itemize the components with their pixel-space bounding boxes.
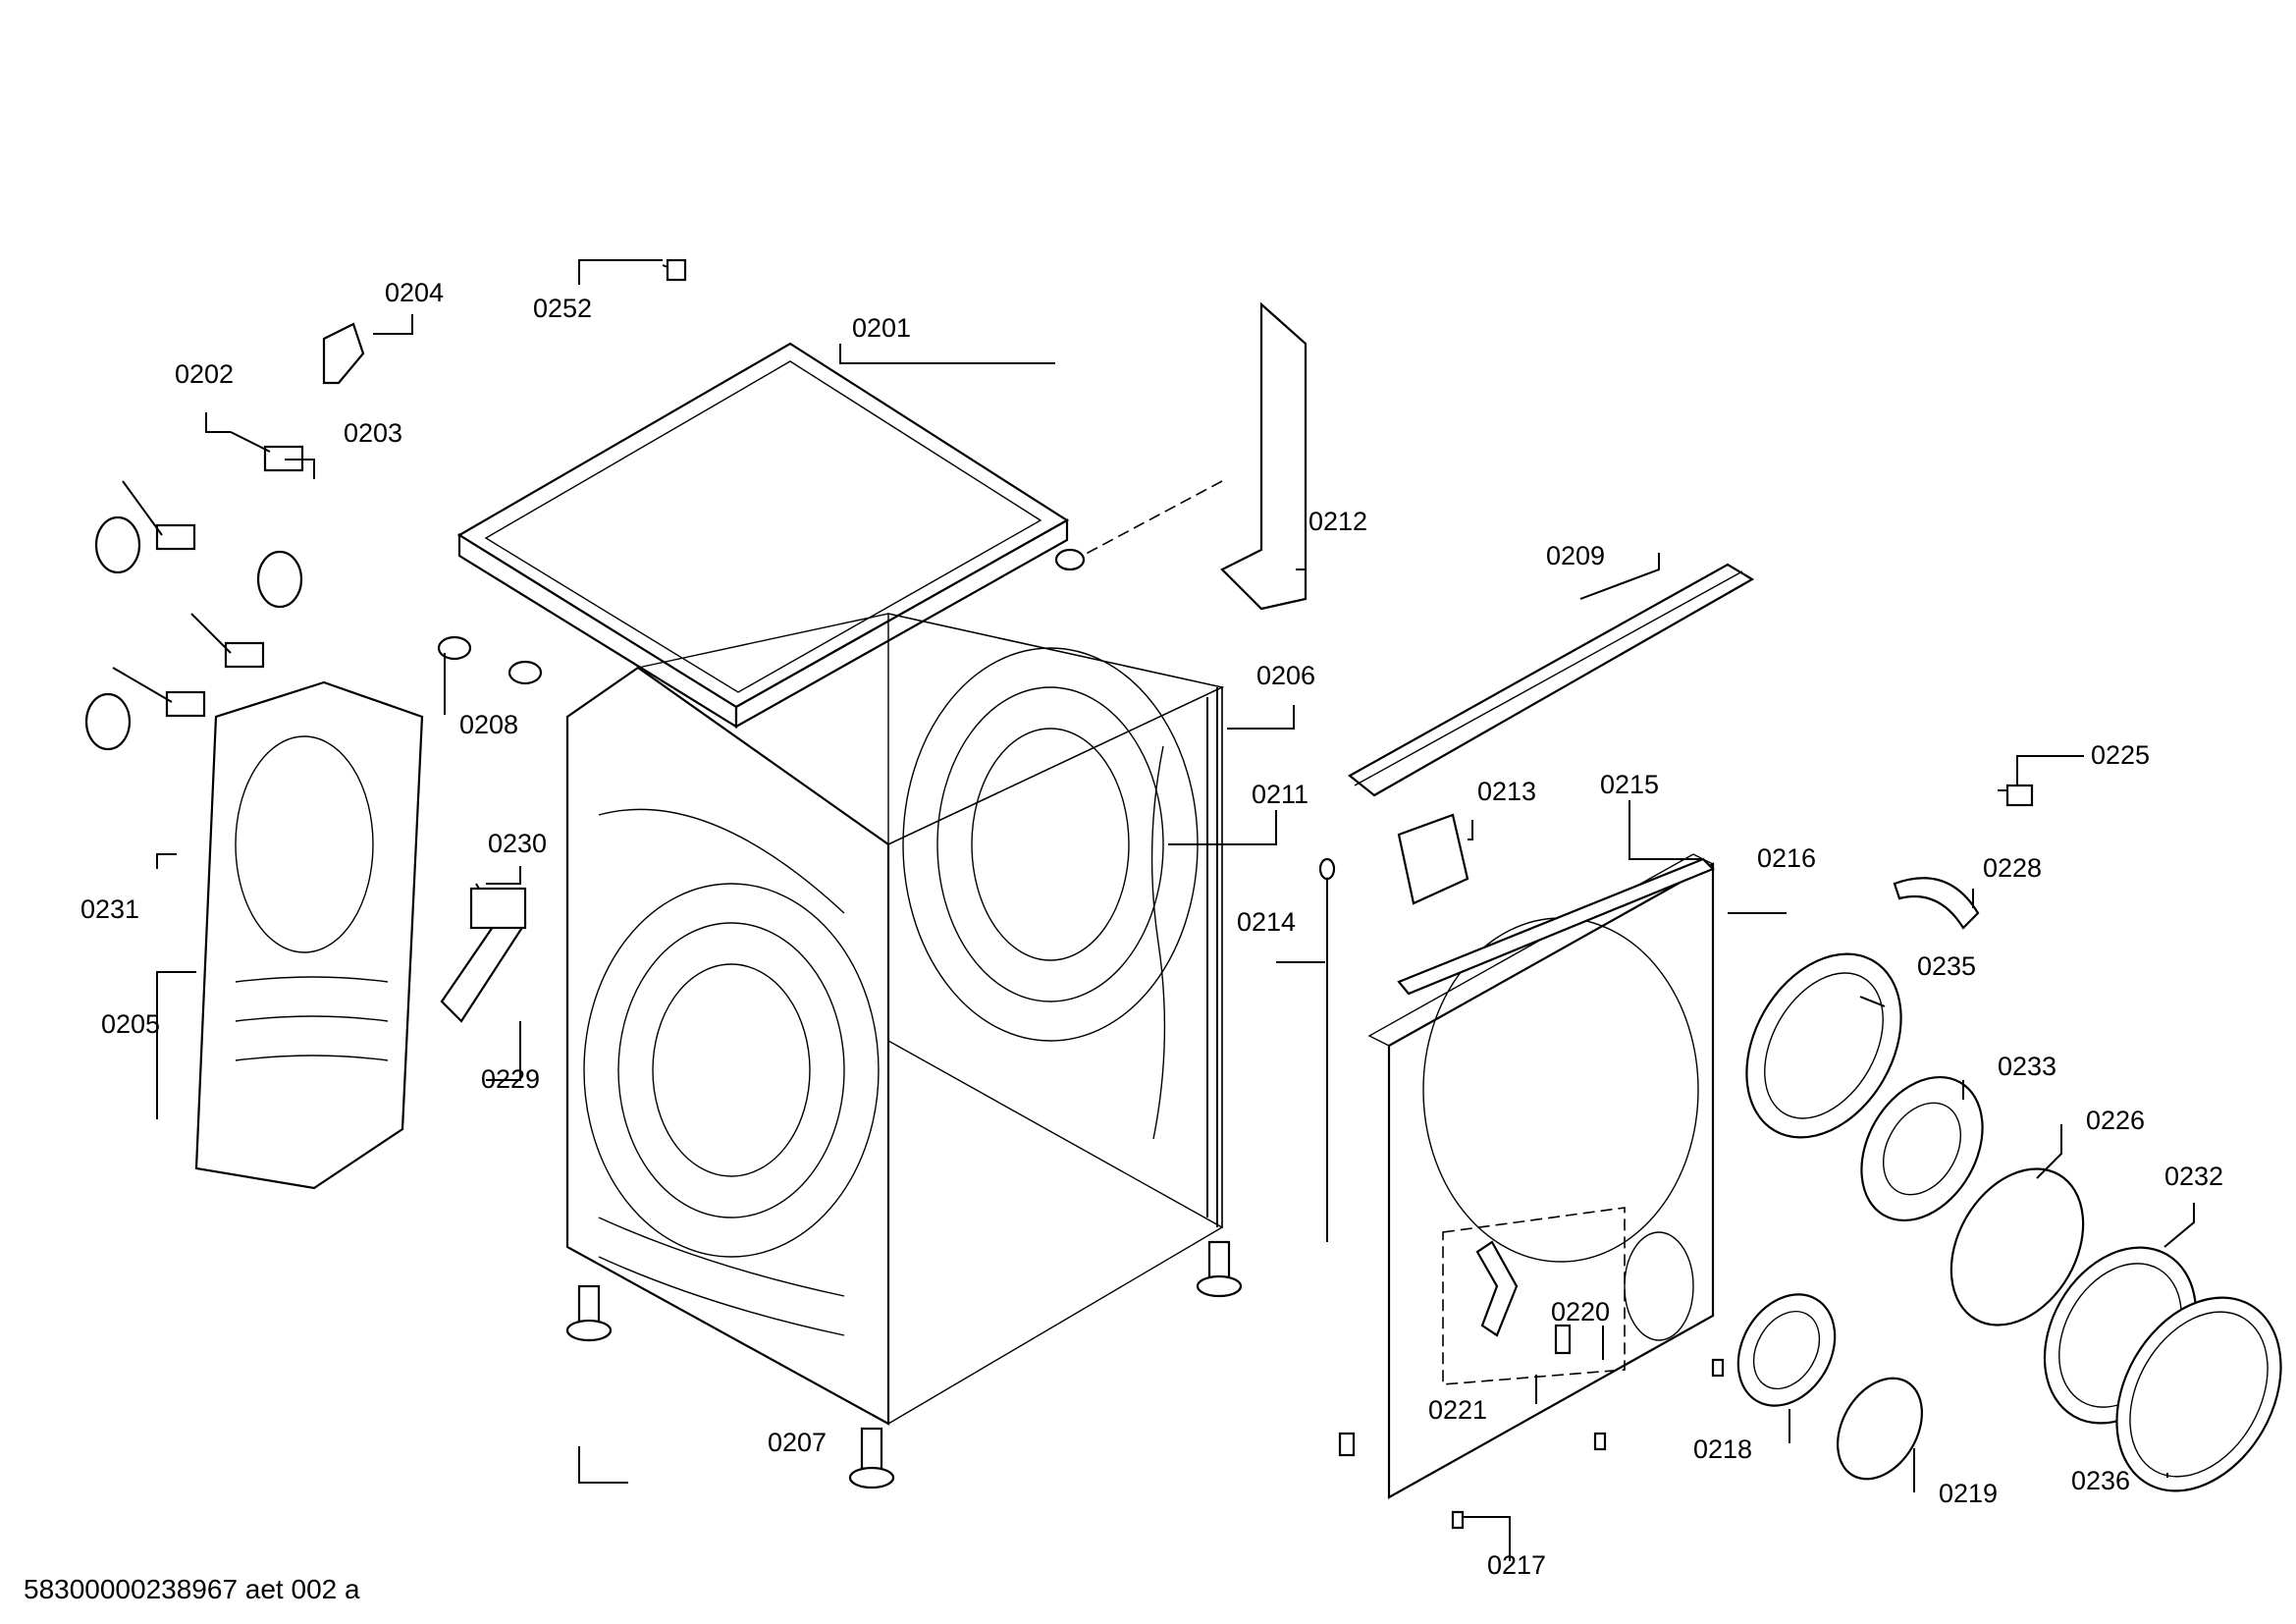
label-0201: 0201 (852, 313, 911, 343)
part-module (1397, 813, 1469, 905)
part-top-strip (1397, 857, 1715, 996)
part-cabinet-left-panel (565, 666, 890, 1426)
part-front-panel (1367, 853, 1715, 1499)
label-0202: 0202 (175, 359, 234, 389)
label-0235: 0235 (1917, 951, 1976, 981)
part-feet (565, 1240, 1243, 1489)
part-screws (1338, 1324, 1725, 1530)
label-0226: 0226 (2086, 1106, 2145, 1135)
label-0215: 0215 (1600, 770, 1659, 799)
part-hinge-cover (1893, 877, 1980, 930)
label-0225: 0225 (2091, 740, 2150, 770)
label-0211: 0211 (1252, 780, 1308, 809)
label-0228: 0228 (1983, 853, 2042, 883)
part-rod (1318, 857, 1336, 1242)
part-cable-harness (1150, 745, 1166, 1140)
label-0209: 0209 (1546, 541, 1605, 570)
part-small-connector (1998, 784, 2034, 807)
label-0236: 0236 (2071, 1466, 2130, 1495)
part-cover-disc (1837, 1377, 1923, 1481)
label-0207: 0207 (768, 1428, 827, 1457)
label-0230: 0230 (488, 829, 547, 858)
part-outer-ring (2115, 1296, 2282, 1492)
part-door-ring (1745, 952, 1902, 1139)
part-rail (1348, 563, 1755, 797)
label-0216: 0216 (1757, 843, 1816, 873)
label-0218: 0218 (1693, 1435, 1752, 1464)
part-top-cover (456, 342, 1070, 729)
part-seal-ring (1949, 1167, 2085, 1326)
part-washers (437, 635, 543, 685)
label-0208: 0208 (459, 710, 518, 739)
label-0232: 0232 (2164, 1162, 2223, 1191)
label-0231: 0231 (80, 894, 139, 924)
label-0203: 0203 (344, 418, 402, 448)
part-door-glass (1860, 1075, 1984, 1222)
label-0214: 0214 (1237, 907, 1296, 937)
part-transport-locks (84, 322, 365, 751)
part-plug (662, 258, 687, 282)
label-0206: 0206 (1256, 661, 1315, 690)
part-labels: 0201 0202 0203 0204 0205 0206 0207 0208 … (80, 278, 2223, 1580)
part-frame-strut (1206, 687, 1218, 1227)
label-0219: 0219 (1939, 1479, 1998, 1508)
label-0205: 0205 (101, 1009, 160, 1039)
label-0204: 0204 (385, 278, 444, 307)
label-0252: 0252 (533, 294, 592, 323)
label-0229: 0229 (481, 1064, 540, 1094)
label-0221: 0221 (1428, 1395, 1487, 1425)
leader-lines (156, 259, 2195, 1561)
document-id: 58300000238967 aet 002 a (24, 1574, 360, 1604)
label-0220: 0220 (1551, 1297, 1610, 1326)
part-rear-panel (194, 680, 424, 1190)
label-0217: 0217 (1487, 1550, 1546, 1580)
part-bracket (1054, 301, 1308, 611)
label-0213: 0213 (1477, 777, 1536, 806)
part-detergent-housing (1736, 1293, 1837, 1407)
part-hose-holder (440, 883, 527, 1023)
label-0233: 0233 (1998, 1052, 2056, 1081)
label-0212: 0212 (1308, 507, 1367, 536)
